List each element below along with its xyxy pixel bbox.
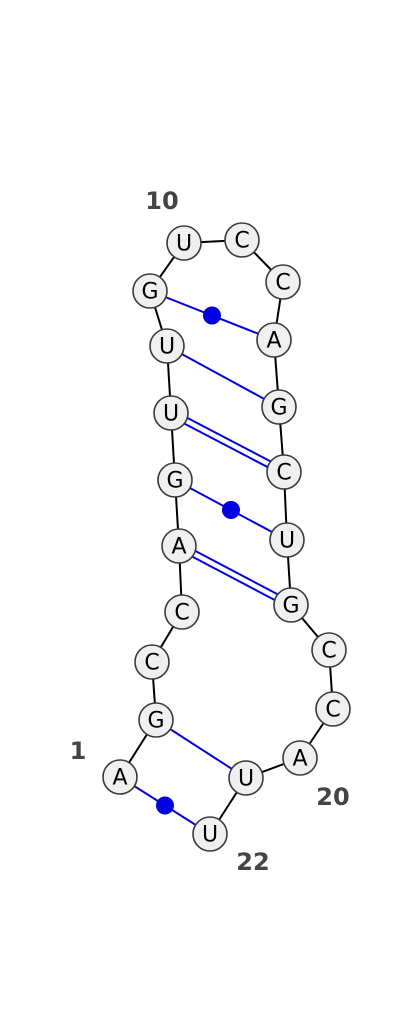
nucleotide-circle [138, 702, 174, 738]
nucleotide-11: C [224, 222, 260, 258]
nucleotide-circle [228, 760, 264, 796]
nucleotide-circle [132, 273, 168, 309]
nucleotide-letter: C [275, 271, 290, 296]
nucleotide-10: U [166, 225, 202, 261]
nucleotide-circle [192, 816, 228, 852]
nucleotide-circle [166, 225, 202, 261]
nucleotide-19: C [315, 691, 351, 727]
nucleotide-circle [266, 454, 302, 490]
position-label-10: 10 [145, 187, 178, 215]
nucleotide-22: U [192, 816, 228, 852]
nucleotide-18: C [311, 632, 347, 668]
nucleotide-circle [224, 222, 260, 258]
base-pair-8-14-line [166, 345, 280, 408]
nucleotide-circle [164, 594, 200, 630]
nucleotide-6: G [157, 462, 193, 498]
nucleotide-circle [282, 740, 318, 776]
nucleotide-4: C [164, 594, 200, 630]
base-pair-5-17-line-1 [177, 547, 290, 609]
nucleotide-letter: A [292, 747, 307, 772]
nucleotide-12: C [265, 264, 301, 300]
nucleotide-letter: A [266, 329, 281, 354]
position-label-22: 22 [236, 848, 269, 876]
nucleotide-circle [261, 389, 297, 425]
nucleotide-circle [273, 587, 309, 623]
nucleotide-letter: G [282, 594, 299, 619]
base-pair-7-15-line-1 [169, 414, 283, 476]
base-pair-layer [119, 290, 293, 835]
base-pair-9-13-wobble-dot [203, 306, 221, 325]
position-label-1: 1 [70, 737, 87, 765]
nucleotide-circle [153, 395, 189, 431]
nucleotide-20: A [282, 740, 318, 776]
nucleotide-letter: C [174, 601, 189, 626]
nucleotide-5: A [161, 528, 197, 564]
nucleotide-letter: A [112, 766, 127, 791]
nucleotide-letter: C [276, 461, 291, 486]
nucleotide-letter: U [159, 335, 175, 360]
nucleotide-21: U [228, 760, 264, 796]
nucleotide-letter: C [144, 651, 159, 676]
base-pair-5-17-line-2 [180, 542, 293, 604]
nucleotide-8: U [149, 328, 185, 364]
nucleotide-letter: C [234, 229, 249, 254]
nucleotide-15: C [266, 454, 302, 490]
nucleotide-circle [102, 759, 138, 795]
base-pair-7-15-line-2 [172, 409, 286, 471]
base-pair-2-21-line [155, 719, 247, 779]
nucleotide-circle [161, 528, 197, 564]
nucleotide-letter: G [147, 709, 164, 734]
nucleotide-letter: U [279, 529, 295, 554]
nucleotide-9: G [132, 273, 168, 309]
nucleotide-circle [134, 644, 170, 680]
nucleotide-16: U [269, 522, 305, 558]
nucleotide-circle [311, 632, 347, 668]
nucleotide-13: A [256, 322, 292, 358]
nucleotide-circle [157, 462, 193, 498]
nucleotide-17: G [273, 587, 309, 623]
nucleotide-letter: U [238, 767, 254, 792]
nucleotide-letter: C [321, 639, 336, 664]
nucleotide-circle [315, 691, 351, 727]
nucleotide-letter: G [166, 469, 183, 494]
nucleotide-letter: G [141, 280, 158, 305]
nucleotide-circle [265, 264, 301, 300]
position-label-20: 20 [316, 783, 349, 811]
nucleotide-2: G [138, 702, 174, 738]
nucleotide-letter: C [325, 698, 340, 723]
nucleotide-letter: U [163, 402, 179, 427]
nucleotide-1: A [102, 759, 138, 795]
nucleotide-circle [149, 328, 185, 364]
base-pair-6-16-wobble-dot [222, 501, 240, 519]
base-pair-1-22-wobble-dot [156, 796, 174, 815]
nucleotide-letter: G [270, 396, 287, 421]
nucleotide-circle [269, 522, 305, 558]
nucleotide-circle [256, 322, 292, 358]
nucleotide-7: U [153, 395, 189, 431]
nucleotide-letter: U [176, 232, 192, 257]
nucleotide-letter: U [202, 823, 218, 848]
nucleotide-3: C [134, 644, 170, 680]
nucleotide-14: G [261, 389, 297, 425]
nucleotide-letter: A [171, 535, 186, 560]
